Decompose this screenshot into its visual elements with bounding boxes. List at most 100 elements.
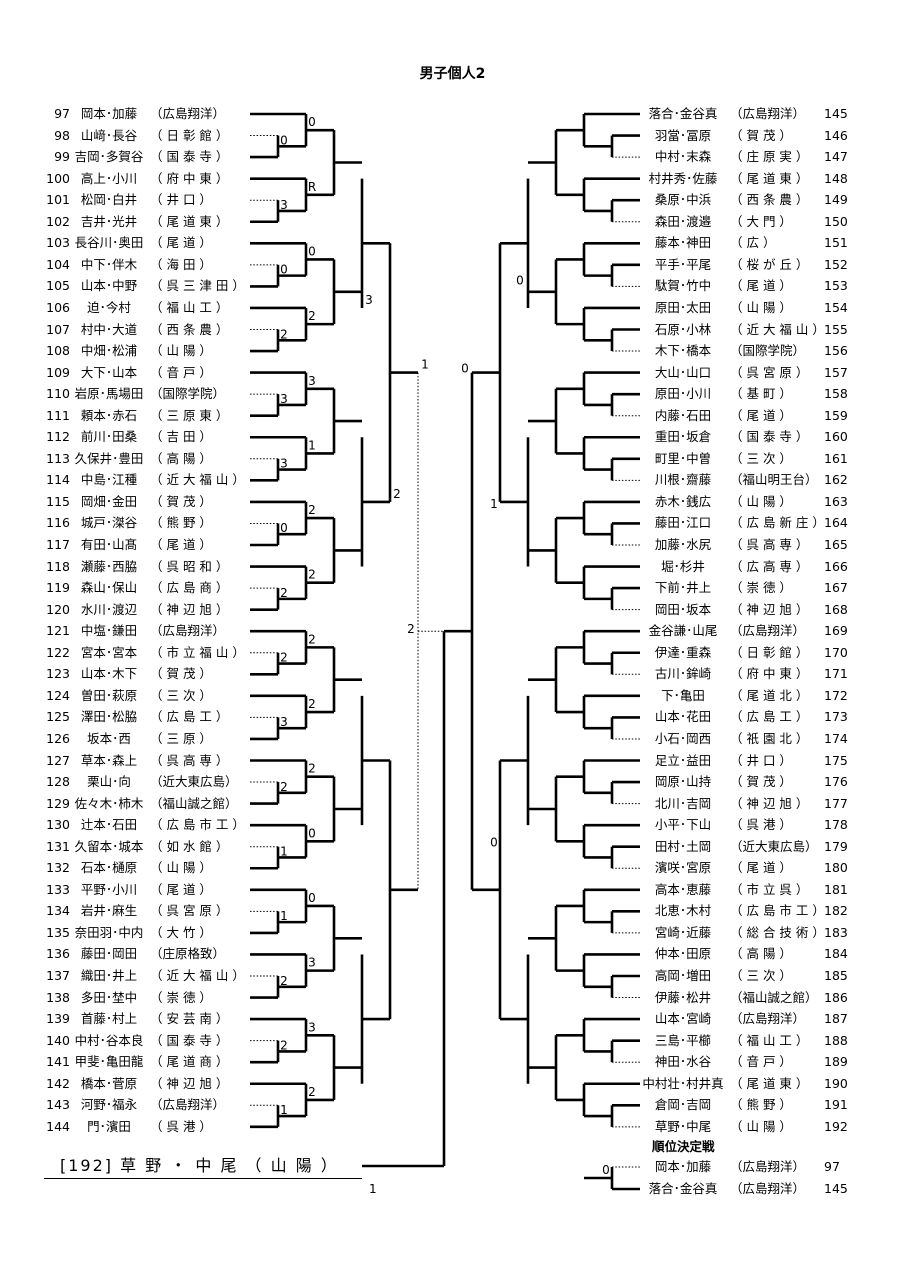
entry-school: （ 市 立 福 山 ） (150, 644, 245, 660)
entry-number: 108 (46, 343, 70, 359)
match-score: 1 (280, 844, 288, 858)
entry-names: 田村･土岡 (654, 838, 712, 854)
entry-row: 古川･鉾崎（ 府 中 東 ）171 (636, 664, 854, 684)
entry-row: 伊達･重森（ 日 彰 館 ）170 (636, 643, 854, 663)
entry-names: 岩原･馬場田 (74, 386, 144, 402)
entry-school: （ 如 水 館 ） (150, 838, 229, 854)
entry-names: 岡畑･金田 (80, 493, 138, 509)
entry-names: 仲本･田原 (654, 946, 712, 962)
entry-school: （ 広 高 専 ） (730, 558, 809, 574)
entry-row: 神田･水谷（ 音 戸 ）189 (636, 1052, 854, 1072)
entry-number: 133 (46, 881, 70, 897)
entry-school: （ 西 条 農 ） (150, 321, 229, 337)
entry-number: 124 (46, 687, 70, 703)
entry-names: 草野･中尾 (654, 1118, 712, 1134)
entry-school: （ 三 次 ） (150, 687, 212, 703)
entry-names: 森山･保山 (80, 580, 138, 596)
entry-number: 177 (824, 795, 848, 811)
entry-school: （広島翔洋） (730, 623, 806, 639)
entry-number: 119 (46, 580, 70, 596)
entry-school: （ 海 田 ） (150, 256, 212, 272)
entry-number: 145 (824, 106, 848, 121)
match-score: 2 (280, 780, 288, 794)
entry-number: 172 (824, 687, 848, 703)
entry-school: （近大東広島） (150, 774, 238, 790)
entry-row: 136 藤田･岡田 （庄原格致） (44, 944, 257, 964)
entry-school: （ 山 陽 ） (150, 343, 212, 359)
entry-names: 水川･渡辺 (80, 601, 138, 617)
entry-number: 97 (54, 106, 70, 121)
entry-number: 114 (46, 472, 70, 488)
entry-school: （ 大 門 ） (730, 213, 792, 229)
match-score: 3 (280, 198, 288, 212)
entry-school: （ 広 島 工 ） (730, 709, 809, 725)
entry-row: 堀･杉井（ 広 高 専 ）166 (636, 557, 854, 577)
entry-names: 小石･岡西 (654, 730, 712, 746)
entry-names: 藤田･岡田 (80, 946, 138, 962)
entry-school: （ 府 中 東 ） (150, 170, 229, 186)
entry-names: 内藤･石田 (654, 407, 712, 423)
entry-number: 149 (824, 192, 848, 208)
match-score: 2 (280, 974, 288, 988)
entry-school: （ 崇 徳 ） (150, 989, 212, 1005)
entry-number: 189 (824, 1054, 848, 1070)
entry-names: 倉岡･吉岡 (654, 1097, 712, 1113)
champion-score: 1 (369, 1182, 377, 1196)
match-score: 3 (308, 956, 316, 970)
entry-names: 石原･小林 (654, 321, 712, 337)
entry-number: 111 (46, 407, 70, 423)
entry-names: 伊藤･松井 (654, 989, 712, 1005)
entry-number: 179 (824, 838, 848, 854)
entry-school: （広島翔洋） (150, 623, 226, 639)
entry-number: 163 (824, 493, 848, 509)
entry-school: （ 福 山 工 ） (730, 1032, 809, 1048)
entry-names: 曽田･萩原 (80, 687, 138, 703)
entry-number: 151 (824, 235, 848, 251)
match-score: 0 (280, 521, 288, 535)
entry-number: 188 (824, 1032, 848, 1048)
entry-names: 迫･今村 (87, 299, 131, 315)
entry-row: 藤田･江口（ 広 島 新 庄 ）164 (636, 513, 854, 533)
entry-names: 首藤･村上 (80, 1011, 138, 1027)
entry-row: 下･亀田（ 尾 道 北 ）172 (636, 686, 854, 706)
entry-number: 178 (824, 817, 848, 833)
entry-number: 187 (824, 1011, 848, 1027)
entry-school: （ 山 陽 ） (730, 493, 792, 509)
entry-names: 門･濱田 (87, 1118, 131, 1134)
entry-number: 136 (46, 946, 70, 962)
entry-number: 181 (824, 881, 848, 897)
entry-number: 165 (824, 537, 848, 552)
match-score: 0 (490, 836, 498, 850)
entry-school: （ 井 口 ） (730, 752, 792, 768)
entry-number: 155 (824, 321, 848, 337)
entry-school: （庄原格致） (150, 946, 226, 962)
entry-school: （ 賀 茂 ） (150, 666, 212, 682)
entry-names: 桑原･中浜 (654, 192, 712, 208)
entry-names: 平野･小川 (80, 881, 138, 897)
entry-school: （ 尾 道 商 ） (150, 1054, 229, 1070)
entry-school: （ 国 泰 寺 ） (730, 429, 809, 445)
placement-row: 落合･金谷真（広島翔洋）145 (636, 1179, 854, 1199)
match-score: 2 (308, 762, 316, 776)
match-score: 1 (280, 1103, 288, 1117)
entry-names: 木下･橋本 (654, 343, 712, 359)
entry-names: 落合･金谷真 (648, 106, 718, 121)
match-score: 0 (308, 244, 316, 258)
entry-row: 羽當･冨原（ 賀 茂 ）146 (636, 126, 854, 146)
entry-names: 原田･小川 (654, 386, 712, 402)
entry-number: 123 (46, 666, 70, 682)
match-score: 2 (280, 651, 288, 665)
